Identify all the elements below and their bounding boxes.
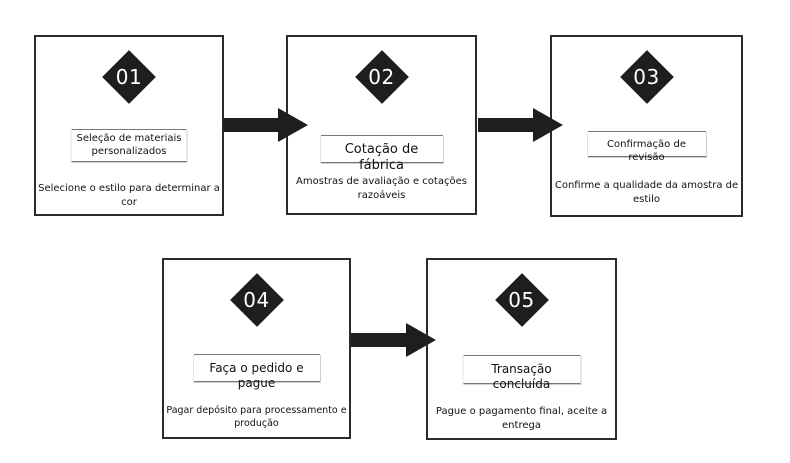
step-card-02: 02 Cotação de fábrica Amostras de avalia… (286, 35, 477, 215)
step-card-01: 01 Seleção de materiais personalizados S… (34, 35, 224, 216)
step-number: 04 (243, 288, 270, 312)
step-number: 05 (508, 288, 535, 312)
step-number: 02 (368, 65, 395, 89)
step-description: Pagar depósito para processamento e prod… (166, 405, 347, 429)
step-description: Selecione o estilo para determinar a cor (38, 183, 220, 208)
step-number-badge: 05 (494, 273, 549, 327)
step-description: Amostras de avaliação e cotações razoáve… (296, 176, 467, 201)
right-arrow-icon (478, 108, 563, 142)
step-card-05: 05 Transação concluída Pague o pagamento… (426, 258, 617, 440)
step-number-badge: 03 (619, 50, 674, 104)
step-number-badge: 01 (102, 50, 156, 104)
step-card-03: 03 Confirmação de revisão Confirme a qua… (550, 35, 743, 217)
step-number-badge: 02 (354, 50, 409, 104)
step-description: Pague o pagamento final, aceite a entreg… (435, 406, 608, 431)
step-number-badge: 04 (229, 273, 284, 327)
step-title: Seleção de materiais personalizados (71, 129, 187, 162)
step-number: 03 (633, 65, 660, 89)
step-title: Transação concluída (463, 355, 580, 391)
step-description: Confirme a qualidade da amostra de estil… (554, 180, 739, 205)
right-arrow-icon (223, 108, 308, 142)
step-title: Faça o pedido e pague (193, 354, 320, 390)
step-card-04: 04 Faça o pedido e pague Pagar depósito … (162, 258, 351, 439)
step-title: Cotação de fábrica (320, 135, 443, 173)
step-number: 01 (115, 65, 143, 89)
right-arrow-icon (351, 323, 436, 357)
step-title: Confirmação de revisão (587, 131, 706, 163)
